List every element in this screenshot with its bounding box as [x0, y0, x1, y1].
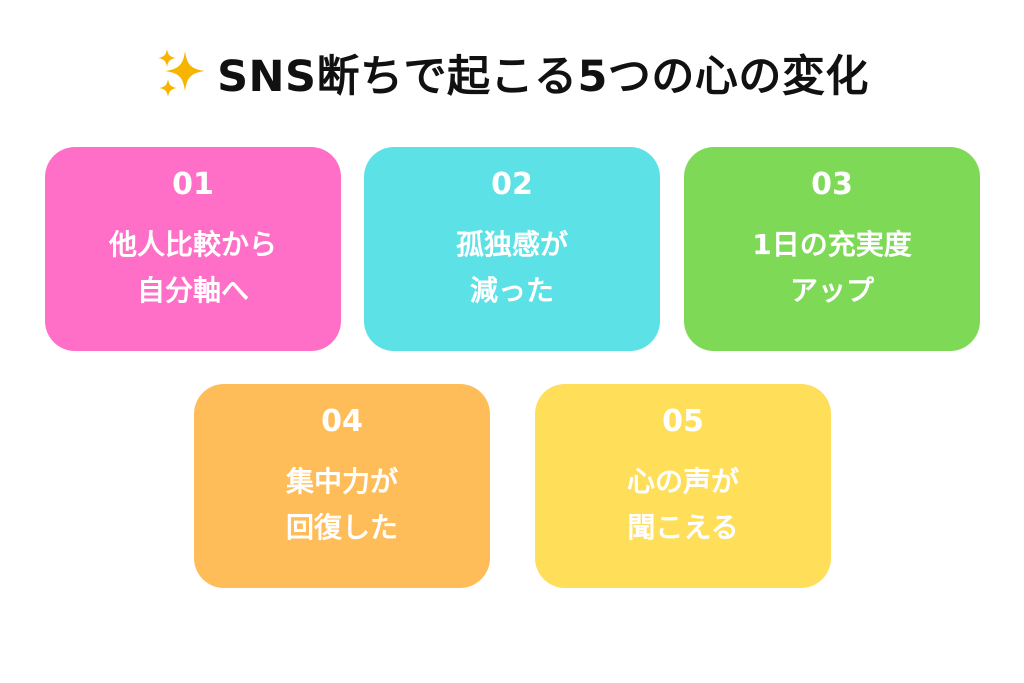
card-text-line1: 孤独感が [455, 228, 568, 261]
sparkles-icon [158, 49, 206, 97]
card-03: 03 1日の充実度 アップ [684, 147, 980, 351]
card-number: 05 [662, 404, 704, 439]
card-text-line2: 回復した [285, 511, 398, 544]
card-text-line1: 心の声が [626, 465, 739, 498]
card-number: 04 [321, 404, 363, 439]
card-text-line1: 他人比較から [108, 228, 277, 261]
card-number: 01 [172, 167, 214, 202]
title-row: SNS断ちで起こる5つの心の変化 [0, 40, 1024, 106]
card-text-line1: 集中力が [285, 465, 398, 498]
card-text-line1: 1日の充実度 [752, 228, 912, 261]
card-text-line2: 自分軸へ [136, 274, 249, 307]
card-04: 04 集中力が 回復した [194, 384, 490, 588]
page-title: SNS断ちで起こる5つの心の変化 [217, 52, 869, 102]
card-number: 03 [811, 167, 853, 202]
card-01: 01 他人比較から 自分軸へ [45, 147, 341, 351]
card-02: 02 孤独感が 減った [364, 147, 660, 351]
card-text-line2: 減った [469, 274, 554, 307]
card-number: 02 [491, 167, 533, 202]
card-text-line2: アップ [789, 274, 874, 307]
card-05: 05 心の声が 聞こえる [535, 384, 831, 588]
card-text-line2: 聞こえる [627, 511, 739, 544]
